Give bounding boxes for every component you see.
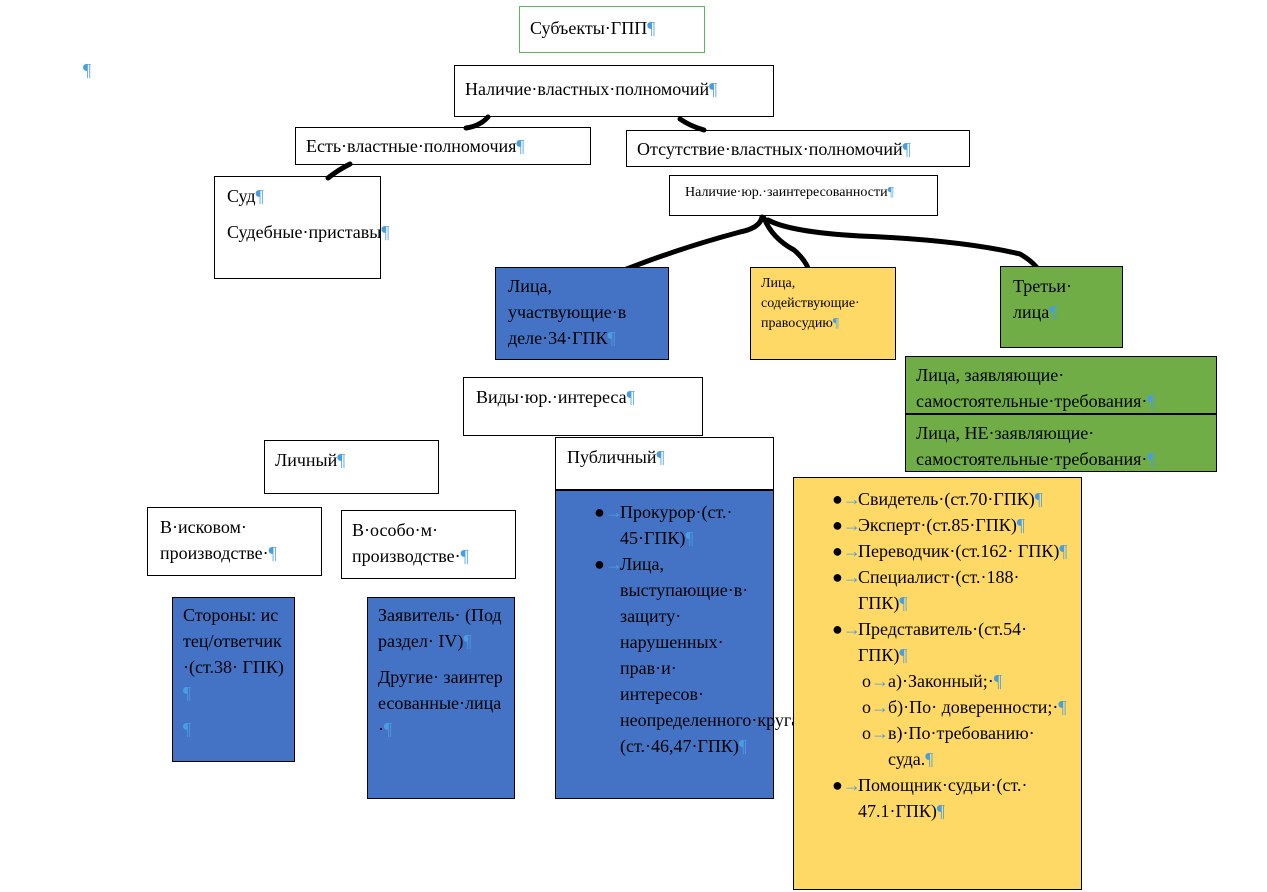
power-node: Наличие·властных·полномочий¶: [454, 65, 774, 117]
public-node: Публичный¶: [555, 437, 774, 490]
claim-proceedings-node: В·исковом· производстве·¶: [147, 507, 322, 576]
pilcrow-mark: ¶: [1016, 515, 1025, 535]
pilcrow-mark: ¶: [463, 631, 472, 651]
public-list-node: ●→Прокурор·(ст.· 45·ГПК)¶ ●→Лица, выступ…: [555, 490, 840, 799]
assistants-node: Лица, содействующие· правосудию¶: [750, 267, 896, 360]
applicant-node: Заявитель· (Подраздел· IV)¶ Другие· заин…: [367, 597, 515, 799]
assistants-list: ●→Свидетель·(ст.70·ГПК)¶ ●→Эксперт·(ст.8…: [832, 486, 1073, 668]
list-item: ●→Эксперт·(ст.85·ГПК)¶: [832, 515, 1025, 535]
pilcrow-mark: ¶: [516, 136, 525, 156]
has-power-node: Есть·властные·полномочия¶: [295, 127, 591, 165]
power-label: Наличие·властных·полномочий: [465, 79, 710, 99]
list-item: ●→Помощник·судьи·(ст.· 47.1·ГПК)¶: [832, 775, 1028, 821]
pilcrow-mark: ¶: [381, 222, 390, 242]
pilcrow-mark: ¶: [685, 528, 694, 548]
pilcrow-mark: ¶: [607, 328, 616, 348]
pilcrow-mark: ¶: [647, 18, 656, 38]
third-claims-label: Лица, заявляющие· самостоятельные·требов…: [916, 365, 1148, 411]
list-item: o→а)·Законный;·¶: [862, 671, 1002, 691]
pilcrow-mark: ¶: [993, 671, 1002, 691]
assistants-list-node: ●→Свидетель·(ст.70·ГПК)¶ ●→Эксперт·(ст.8…: [793, 477, 1082, 890]
pilcrow-mark: ¶: [936, 801, 946, 821]
special-proceedings-label: В·особо·м· производстве·: [352, 520, 461, 566]
root-node: Субъекты·ГПП¶: [519, 6, 705, 53]
other-interested-label: Другие· заинтересованные·лица·: [378, 667, 503, 739]
third-claims-node: Лица, заявляющие· самостоятельные·требов…: [905, 356, 1217, 414]
pilcrow-mark: ¶: [738, 736, 748, 756]
connector-level1-nopower: [677, 116, 707, 133]
list-item: ●→Лица, выступающие·в· защиту· нарушенны…: [594, 554, 840, 756]
representative-types-list: o→а)·Законный;·¶ o→б)·По· доверенности;·…: [832, 668, 1073, 772]
participants-node: Лица, участвующие·в деле·34·ГПК¶: [495, 267, 669, 360]
pilcrow-mark: ¶: [899, 593, 908, 613]
list-item: o→б)·По· доверенности;·¶: [862, 697, 1067, 717]
pilcrow-mark: ¶: [337, 450, 346, 470]
applicant-label: Заявитель· (Подраздел· IV): [378, 605, 502, 651]
court-label: Суд: [227, 186, 256, 206]
public-label: Публичный: [567, 447, 657, 467]
public-list: ●→Прокурор·(ст.· 45·ГПК)¶ ●→Лица, выступ…: [594, 499, 840, 759]
bailiffs-label: Судебные·приставы: [227, 222, 382, 242]
has-power-label: Есть·властные·полномочия: [306, 136, 517, 156]
connector-interest-participants: [621, 214, 765, 273]
assistants-label: Лица, содействующие· правосудию: [761, 276, 860, 331]
jur-interest-label: Наличие·юр.·заинтересованности: [685, 185, 888, 200]
pilcrow-mark: ¶: [899, 645, 908, 665]
list-item: ●→Переводчик·(ст.162· ГПК)¶: [832, 541, 1068, 561]
pilcrow-mark: ¶: [887, 185, 894, 200]
pilcrow-mark: ¶: [183, 719, 192, 739]
pilcrow-mark: ¶: [1049, 302, 1058, 322]
pilcrow-mark: ¶: [183, 683, 192, 703]
pilcrow-mark: ¶: [925, 749, 934, 769]
parties-label: Стороны: истец/ответчик·(ст.38· ГПК): [183, 605, 284, 677]
no-power-label: Отсутствие·властных·полномочий: [637, 139, 903, 159]
pilcrow-mark: ¶: [1147, 449, 1156, 469]
pilcrow-mark: ¶: [626, 387, 635, 407]
pilcrow-mark: ¶: [255, 186, 264, 206]
claim-proceedings-label: В·исковом· производстве·: [160, 517, 269, 563]
assistant-judge-list: ●→Помощник·судьи·(ст.· 47.1·ГПК)¶: [832, 772, 1073, 824]
list-item: o→в)·По·требованию· суда.¶: [862, 723, 1035, 769]
pilcrow-mark: ¶: [656, 447, 665, 467]
list-item: ●→Прокурор·(ст.· 45·ГПК)¶: [594, 502, 733, 548]
list-item: ●→Представитель·(ст.54· ГПК)¶: [832, 619, 1028, 665]
interest-types-label: Виды·юр.·интереса: [476, 387, 627, 407]
parties-node: Стороны: истец/ответчик·(ст.38· ГПК) ¶ ¶: [172, 597, 295, 762]
pilcrow-mark: ¶: [1034, 489, 1043, 509]
third-no-claims-label: Лица, НЕ·заявляющие· самостоятельные·тре…: [916, 423, 1148, 469]
stray-pilcrow: ¶: [83, 60, 92, 80]
pilcrow-mark: ¶: [268, 543, 277, 563]
jur-interest-node: Наличие·юр.·заинтересованности¶: [669, 175, 938, 216]
third-parties-node: Третьи· лица¶: [1000, 266, 1123, 348]
pilcrow-mark: ¶: [902, 139, 911, 159]
third-no-claims-node: Лица, НЕ·заявляющие· самостоятельные·тре…: [905, 414, 1217, 472]
pilcrow-mark: ¶: [1059, 541, 1068, 561]
personal-label: Личный: [275, 450, 338, 470]
list-item: ●→Свидетель·(ст.70·ГПК)¶: [832, 489, 1043, 509]
pilcrow-mark: ¶: [460, 546, 469, 566]
pilcrow-mark: ¶: [1058, 697, 1067, 717]
third-parties-label: Третьи· лица: [1013, 276, 1073, 322]
root-label: Субъекты·ГПП: [530, 18, 648, 38]
connector-interest-third: [765, 217, 1043, 275]
pilcrow-mark: ¶: [1147, 391, 1156, 411]
court-node: Суд¶ Судебные·приставы¶: [214, 176, 390, 279]
interest-types-node: Виды·юр.·интереса¶: [463, 377, 703, 436]
participants-label: Лица, участвующие·в деле·34·ГПК: [508, 276, 627, 348]
pilcrow-mark: ¶: [384, 719, 393, 739]
pilcrow-mark: ¶: [709, 79, 718, 99]
list-item: ●→Специалист·(ст.·188· ГПК)¶: [832, 567, 1020, 613]
no-power-node: Отсутствие·властных·полномочий¶: [626, 130, 970, 167]
personal-node: Личный¶: [264, 440, 439, 494]
special-proceedings-node: В·особо·м· производстве·¶: [341, 510, 516, 579]
pilcrow-mark: ¶: [832, 316, 840, 331]
